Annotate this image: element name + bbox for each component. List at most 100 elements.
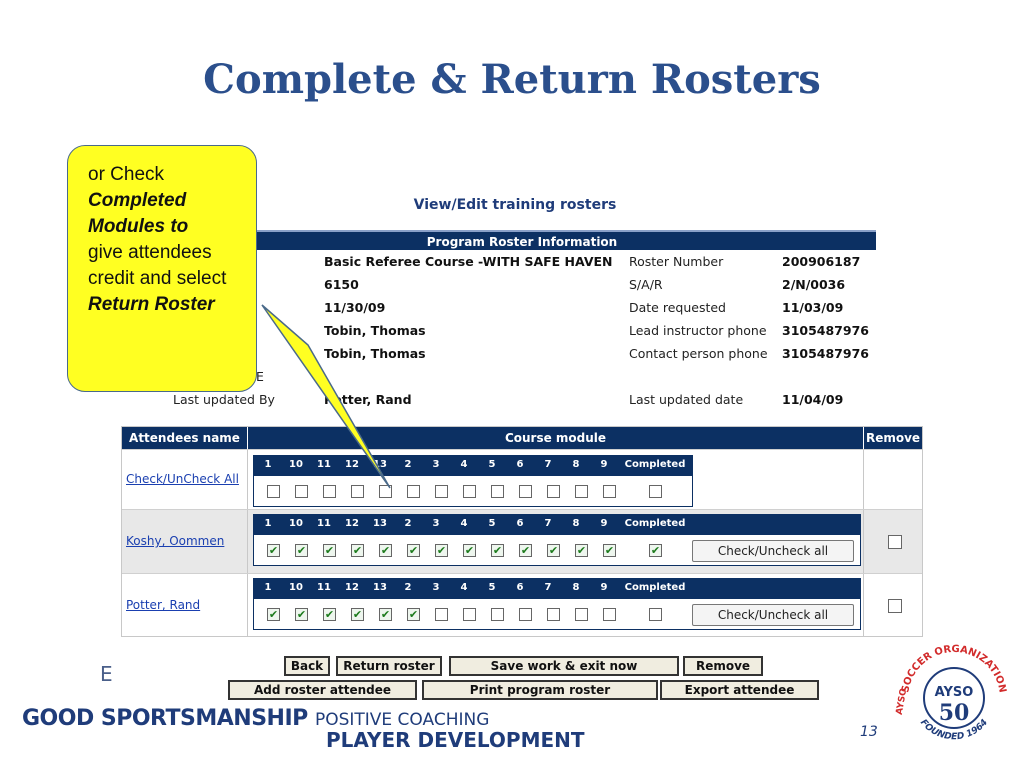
module-checkbox[interactable]: ✔ (407, 544, 420, 557)
print-program-roster-button[interactable]: Print program roster (422, 680, 658, 700)
module-number: 5 (488, 518, 496, 529)
program-roster-info-header: Program Roster Information (168, 230, 876, 250)
course-module-header: Course module (248, 427, 864, 449)
module-checkbox[interactable] (491, 608, 504, 621)
check-uncheck-all-button[interactable]: Check/Uncheck all (692, 604, 854, 626)
slide-title: Complete & Return Rosters (203, 56, 821, 103)
module-checkbox[interactable] (575, 485, 588, 498)
info-value: 3105487976 (782, 346, 869, 361)
module-number: 9 (600, 582, 608, 593)
return-roster-button[interactable]: Return roster (336, 656, 442, 676)
module-checkbox[interactable]: ✔ (267, 608, 280, 621)
remove-button[interactable]: Remove (683, 656, 763, 676)
footer-line-1: GOOD SPORTSMANSHIP POSITIVE COACHING (22, 706, 489, 731)
module-checkbox[interactable] (323, 485, 336, 498)
module-checkbox[interactable] (267, 485, 280, 498)
info-value: 3105487976 (782, 323, 869, 338)
module-checkbox[interactable] (547, 485, 560, 498)
module-number: 12 (345, 518, 359, 529)
column-divider (247, 510, 248, 573)
module-number: 3 (432, 518, 440, 529)
module-checkbox[interactable] (547, 608, 560, 621)
module-checkbox[interactable]: ✔ (295, 608, 308, 621)
attendee-name-link[interactable]: Potter, Rand (126, 598, 201, 612)
export-attendee-button[interactable]: Export attendee (660, 680, 819, 700)
module-checkbox[interactable] (603, 608, 616, 621)
completed-label: Completed (624, 582, 686, 593)
column-divider (863, 450, 864, 509)
info-label: Contact person phone (629, 346, 768, 361)
footer-e-fragment: E (100, 662, 113, 686)
info-value: 2/N/0036 (782, 277, 846, 292)
module-checkbox[interactable]: ✔ (463, 544, 476, 557)
module-checkbox[interactable]: ✔ (351, 544, 364, 557)
module-checkbox[interactable] (463, 485, 476, 498)
remove-checkbox[interactable] (888, 599, 902, 613)
module-checkbox[interactable] (435, 608, 448, 621)
module-number: 6 (516, 582, 524, 593)
logo-left-text: AYSO (895, 687, 910, 715)
add-roster-attendee-button[interactable]: Add roster attendee (228, 680, 417, 700)
info-value: 11/03/09 (782, 300, 844, 315)
module-number: 4 (460, 582, 468, 593)
module-checkbox[interactable]: ✔ (575, 544, 588, 557)
attendee-name-link[interactable]: Koshy, Oommen (126, 534, 225, 548)
module-number: 10 (289, 582, 303, 593)
remove-checkbox[interactable] (888, 535, 902, 549)
module-checkbox[interactable] (351, 485, 364, 498)
module-checkbox[interactable] (519, 485, 532, 498)
module-checkbox[interactable] (435, 485, 448, 498)
module-checkbox[interactable]: ✔ (547, 544, 560, 557)
completed-checkbox[interactable]: ✔ (649, 544, 662, 557)
completed-checkbox[interactable] (649, 608, 662, 621)
module-checkbox[interactable]: ✔ (435, 544, 448, 557)
completed-checkbox[interactable] (649, 485, 662, 498)
footer-player-development: PLAYER DEVELOPMENT (326, 728, 585, 752)
check-uncheck-all-button[interactable]: Check/Uncheck all (692, 540, 854, 562)
module-checkbox[interactable] (379, 485, 392, 498)
info-label: S/A/R (629, 277, 663, 292)
module-checkbox[interactable]: ✔ (379, 608, 392, 621)
info-value: 6150 (324, 277, 359, 292)
page-number: 13 (860, 724, 878, 740)
module-checkbox[interactable] (407, 485, 420, 498)
module-number: 7 (544, 518, 552, 529)
module-checkbox[interactable]: ✔ (491, 544, 504, 557)
module-checkbox[interactable]: ✔ (603, 544, 616, 557)
module-checkbox[interactable] (575, 608, 588, 621)
module-checkbox[interactable]: ✔ (379, 544, 392, 557)
save-exit-button[interactable]: Save work & exit now (449, 656, 679, 676)
module-checkbox[interactable] (295, 485, 308, 498)
info-value: Basic Referee Course -WITH SAFE HAVEN (324, 254, 613, 269)
module-checkbox[interactable] (603, 485, 616, 498)
back-button[interactable]: Back (284, 656, 330, 676)
module-checkbox[interactable]: ✔ (267, 544, 280, 557)
module-checkbox[interactable] (519, 608, 532, 621)
module-checkbox[interactable]: ✔ (519, 544, 532, 557)
module-checkbox[interactable] (491, 485, 504, 498)
module-number: 12 (345, 459, 359, 470)
module-number: 8 (572, 518, 580, 529)
module-checkbox[interactable]: ✔ (295, 544, 308, 557)
info-value: Tobin, Thomas (324, 323, 426, 338)
module-number: 9 (600, 518, 608, 529)
module-checkbox[interactable]: ✔ (323, 608, 336, 621)
module-number: 11 (317, 518, 331, 529)
module-checkbox[interactable]: ✔ (407, 608, 420, 621)
logo-center-text: AYSO (935, 685, 974, 700)
module-checkbox[interactable] (463, 608, 476, 621)
check-uncheck-all-link[interactable]: Check/UnCheck All (126, 472, 239, 486)
module-checkbox[interactable]: ✔ (351, 608, 364, 621)
column-divider (247, 574, 248, 637)
completed-label: Completed (624, 459, 686, 470)
module-checkbox[interactable]: ✔ (323, 544, 336, 557)
